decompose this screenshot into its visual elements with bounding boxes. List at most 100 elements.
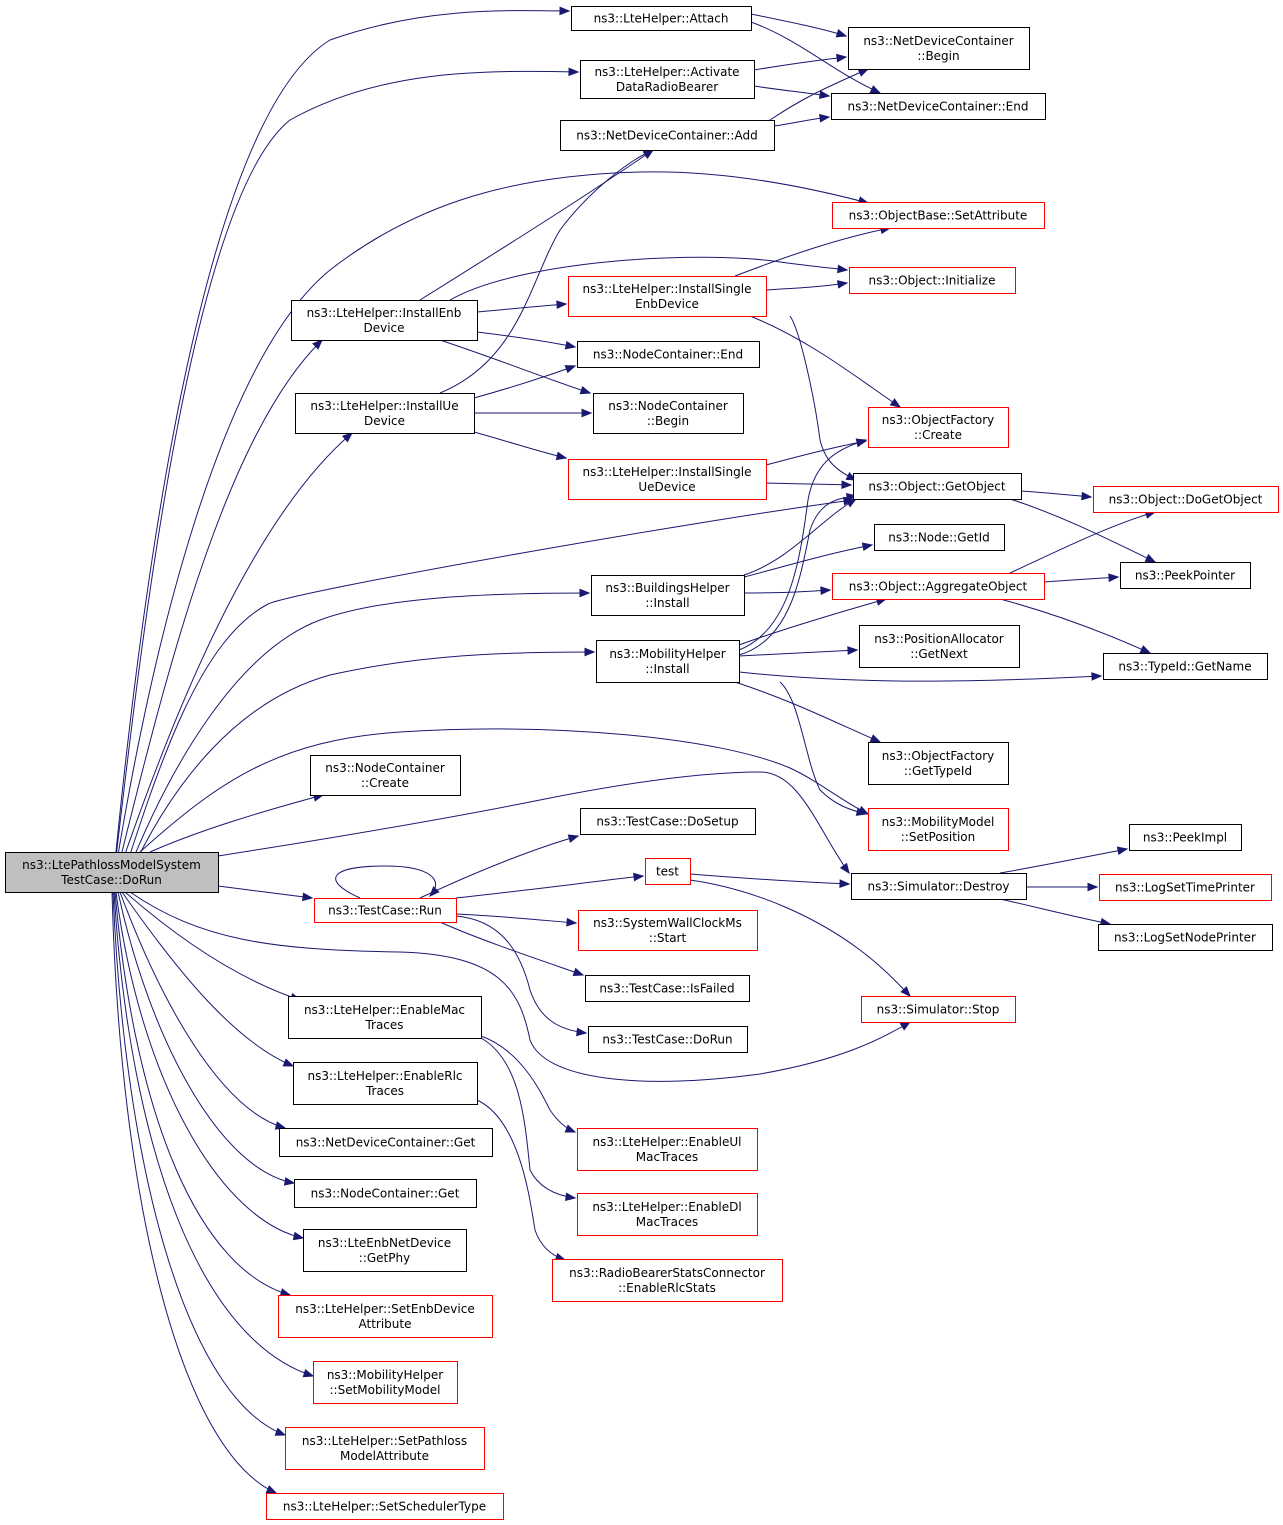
edge-line bbox=[750, 21, 881, 94]
node-mobilityInstall[interactable]: ns3::MobilityHelper::Install bbox=[596, 640, 740, 683]
edge-root-to-ncGet bbox=[117, 891, 296, 1186]
node-root[interactable]: ns3::LtePathlossModelSystemTestCase::DoR… bbox=[5, 852, 219, 893]
node-box bbox=[868, 742, 1009, 785]
edge-attach-to-ndcBegin bbox=[750, 13, 848, 38]
node-objInit[interactable]: ns3::Object::Initialize bbox=[849, 267, 1016, 294]
edge-mobilityInstall-to-mmSetPos bbox=[779, 681, 868, 816]
node-ofCreate[interactable]: ns3::ObjectFactory::Create bbox=[868, 407, 1009, 448]
node-tcDoSetup[interactable]: ns3::TestCase::DoSetup bbox=[580, 808, 756, 835]
node-typeIdGetName[interactable]: ns3::TypeId::GetName bbox=[1103, 653, 1268, 680]
node-label: ::GetNext bbox=[910, 647, 968, 661]
edge-line bbox=[999, 598, 1151, 654]
edge-root-to-enbGetPhy bbox=[115, 891, 305, 1241]
node-simDestroy[interactable]: ns3::Simulator::Destroy bbox=[851, 873, 1027, 900]
edge-line bbox=[738, 439, 867, 651]
edge-enableMac-to-enableUlMac bbox=[480, 1035, 577, 1133]
node-peekPointer[interactable]: ns3::PeekPointer bbox=[1120, 562, 1251, 589]
node-box bbox=[585, 975, 750, 1002]
edge-root-to-attach bbox=[111, 6, 571, 893]
edge-line bbox=[419, 835, 579, 899]
node-sysWall[interactable]: ns3::SystemWallClockMs::Start bbox=[578, 910, 758, 951]
node-label: ns3::LogSetTimePrinter bbox=[1115, 881, 1255, 895]
node-label: ns3::LteHelper::EnableRlc bbox=[307, 1069, 462, 1083]
arrowhead-icon bbox=[839, 862, 850, 875]
edge-line bbox=[750, 13, 847, 37]
edge-line bbox=[124, 891, 301, 1001]
node-box bbox=[285, 1427, 485, 1470]
node-label: ns3::SystemWallClockMs bbox=[593, 916, 742, 930]
edge-line bbox=[149, 794, 324, 853]
node-test[interactable]: test bbox=[645, 858, 691, 885]
node-ofGetTypeId[interactable]: ns3::ObjectFactory::GetTypeId bbox=[868, 742, 1009, 785]
node-label: ns3::TestCase::IsFailed bbox=[599, 982, 734, 996]
node-label: EnbDevice bbox=[635, 297, 699, 311]
node-aggregate[interactable]: ns3::Object::AggregateObject bbox=[832, 573, 1045, 600]
node-simStop[interactable]: ns3::Simulator::Stop bbox=[861, 996, 1016, 1023]
edge-line bbox=[753, 85, 830, 97]
edge-line bbox=[480, 1035, 576, 1133]
node-label: ns3::NodeContainer bbox=[608, 399, 728, 413]
node-box bbox=[288, 996, 482, 1039]
node-ncBegin[interactable]: ns3::NodeContainer::Begin bbox=[593, 393, 744, 434]
edge-installEnb-to-installSingleEnb bbox=[476, 300, 568, 313]
edge-line bbox=[738, 649, 858, 657]
arrowhead-icon bbox=[836, 53, 848, 63]
edge-mobilityInstall-to-posAlloc bbox=[738, 646, 859, 657]
edge-line bbox=[476, 1099, 566, 1261]
node-tcDoRun[interactable]: ns3::TestCase::DoRun bbox=[588, 1026, 748, 1053]
edge-activate-to-ndcEnd bbox=[753, 85, 831, 99]
arrowhead-icon bbox=[292, 1231, 305, 1241]
node-doGetObject[interactable]: ns3::Object::DoGetObject bbox=[1093, 486, 1279, 513]
node-ncCreate[interactable]: ns3::NodeContainer::Create bbox=[310, 755, 461, 796]
edge-root-to-enableRlc bbox=[121, 891, 295, 1067]
node-nodeGetId[interactable]: ns3::Node::GetId bbox=[874, 524, 1005, 551]
node-label: Traces bbox=[365, 1084, 404, 1098]
node-box bbox=[293, 1062, 478, 1105]
edge-line bbox=[139, 728, 869, 853]
node-setAttr[interactable]: ns3::ObjectBase::SetAttribute bbox=[832, 202, 1045, 229]
node-mmSetPos[interactable]: ns3::MobilityModel::SetPosition bbox=[868, 808, 1009, 851]
node-ndcEnd[interactable]: ns3::NetDeviceContainer::End bbox=[831, 93, 1046, 120]
node-ndcBegin[interactable]: ns3::NetDeviceContainer::Begin bbox=[848, 27, 1030, 70]
node-buildingsInstall[interactable]: ns3::BuildingsHelper::Install bbox=[591, 575, 745, 616]
node-getObject[interactable]: ns3::Object::GetObject bbox=[853, 473, 1022, 500]
node-peekImpl[interactable]: ns3::PeekImpl bbox=[1129, 824, 1242, 851]
arrowhead-icon bbox=[847, 646, 859, 655]
node-tcRun[interactable]: ns3::TestCase::Run bbox=[314, 898, 457, 923]
node-logTime[interactable]: ns3::LogSetTimePrinter bbox=[1099, 874, 1272, 901]
node-ncGet[interactable]: ns3::NodeContainer::Get bbox=[294, 1179, 477, 1208]
node-logNode[interactable]: ns3::LogSetNodePrinter bbox=[1098, 924, 1273, 951]
node-ndcAdd[interactable]: ns3::NetDeviceContainer::Add bbox=[560, 120, 775, 151]
edge-root-to-mobilityInstall bbox=[121, 647, 596, 893]
node-posAlloc[interactable]: ns3::PositionAllocator::GetNext bbox=[859, 625, 1020, 668]
node-tcIsFailed[interactable]: ns3::TestCase::IsFailed bbox=[585, 975, 750, 1002]
node-enbGetPhy[interactable]: ns3::LteEnbNetDevice::GetPhy bbox=[303, 1229, 467, 1272]
node-setScheduler[interactable]: ns3::LteHelper::SetSchedulerType bbox=[266, 1493, 504, 1520]
edge-line bbox=[117, 499, 854, 893]
node-box bbox=[832, 202, 1045, 229]
edge-tcRun-to-test bbox=[455, 872, 645, 899]
arrowhead-icon bbox=[581, 408, 593, 418]
node-rbStats[interactable]: ns3::RadioBearerStatsConnector::EnableRl… bbox=[552, 1259, 783, 1302]
node-label: ns3::Node::GetId bbox=[888, 531, 990, 545]
arrowhead-icon bbox=[282, 1058, 295, 1067]
node-attach[interactable]: ns3::LteHelper::Attach bbox=[571, 6, 752, 31]
node-ndcGet[interactable]: ns3::NetDeviceContainer::Get bbox=[279, 1128, 493, 1157]
node-setMobModel[interactable]: ns3::MobilityHelper::SetMobilityModel bbox=[313, 1361, 458, 1404]
node-ncEnd[interactable]: ns3::NodeContainer::End bbox=[577, 341, 760, 368]
node-box bbox=[568, 276, 767, 317]
arrowhead-icon bbox=[835, 29, 848, 38]
node-setPathloss[interactable]: ns3::LteHelper::SetPathlossModelAttribut… bbox=[285, 1427, 485, 1470]
arrowhead-icon bbox=[312, 339, 323, 350]
node-label: ns3::LtePathlossModelSystem bbox=[22, 858, 201, 872]
